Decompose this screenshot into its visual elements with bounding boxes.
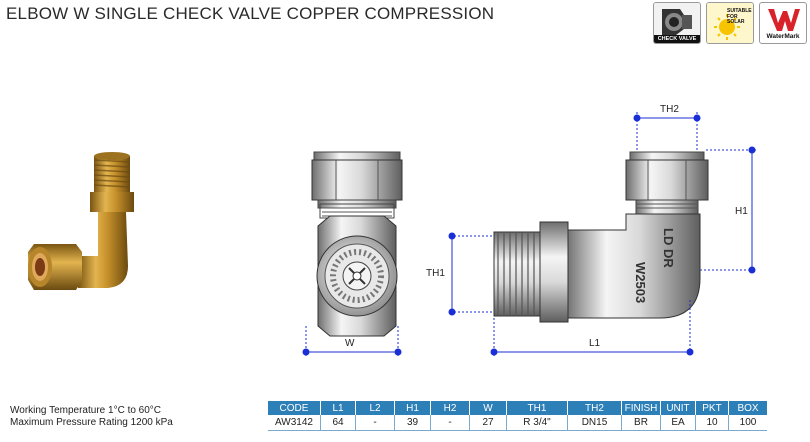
header-l2: L2	[355, 401, 395, 415]
header-w: W	[469, 401, 507, 415]
header-h2: H2	[430, 401, 470, 415]
dim-label-th1: TH1	[426, 268, 445, 279]
cell-pkt: 10	[695, 415, 729, 431]
watermark-badge: WaterMark	[759, 2, 807, 44]
certification-badges: CHECK VALVE SUITABLE FOR SOLAR WaterMark	[653, 2, 807, 44]
cell-l1: 64	[320, 415, 356, 431]
header-box: BOX	[728, 401, 767, 415]
max-pressure-rating: Maximum Pressure Rating 1200 kPa	[10, 417, 173, 428]
header-pkt: PKT	[695, 401, 729, 415]
dim-label-th2: TH2	[660, 104, 679, 115]
cell-w: 27	[469, 415, 507, 431]
header-l1: L1	[320, 401, 356, 415]
dimension-lines	[302, 112, 756, 356]
cell-h2: -	[430, 415, 470, 431]
solar-badge: SUITABLE FOR SOLAR	[706, 2, 754, 44]
header-unit: UNIT	[660, 401, 696, 415]
operating-specs: Working Temperature 1°C to 60°C Maximum …	[10, 405, 173, 429]
watermark-label: WaterMark	[766, 33, 800, 40]
cell-unit: EA	[660, 415, 696, 431]
cell-th2: DN15	[567, 415, 622, 431]
product-photo	[28, 152, 134, 290]
check-valve-label: CHECK VALVE	[654, 35, 700, 43]
cell-finish: BR	[621, 415, 661, 431]
spec-table-header: CODE L1 L2 H1 H2 W TH1 TH2 FINISH UNIT P…	[268, 401, 767, 415]
watermark-w-icon	[768, 9, 800, 31]
front-view	[311, 151, 403, 337]
dim-label-h1: H1	[735, 206, 748, 217]
sun-icon	[707, 3, 753, 43]
header-th1: TH1	[506, 401, 568, 415]
cell-l2: -	[355, 415, 395, 431]
cell-code: AW3142	[268, 415, 321, 431]
spec-table: CODE L1 L2 H1 H2 W TH1 TH2 FINISH UNIT P…	[268, 401, 767, 431]
header-finish: FINISH	[621, 401, 661, 415]
side-view: LD DR W2503	[493, 151, 709, 323]
cell-h1: 39	[394, 415, 431, 431]
cell-th1: R 3/4"	[506, 415, 568, 431]
cell-box: 100	[728, 415, 767, 431]
dim-label-w: W	[345, 338, 355, 349]
header-th2: TH2	[567, 401, 622, 415]
table-row: AW3142 64 - 39 - 27 R 3/4" DN15 BR EA 10…	[268, 415, 767, 431]
check-valve-badge: CHECK VALVE	[653, 2, 701, 44]
header-h1: H1	[394, 401, 431, 415]
page-title: ELBOW W SINGLE CHECK VALVE COPPER COMPRE…	[6, 4, 495, 23]
emboss-w2503: W2503	[633, 262, 648, 303]
solar-label: SUITABLE FOR SOLAR	[727, 8, 752, 25]
emboss-ld-dr: LD DR	[661, 228, 676, 268]
working-temperature: Working Temperature 1°C to 60°C	[10, 405, 162, 416]
dim-label-l1: L1	[589, 338, 601, 349]
header-code: CODE	[268, 401, 321, 415]
